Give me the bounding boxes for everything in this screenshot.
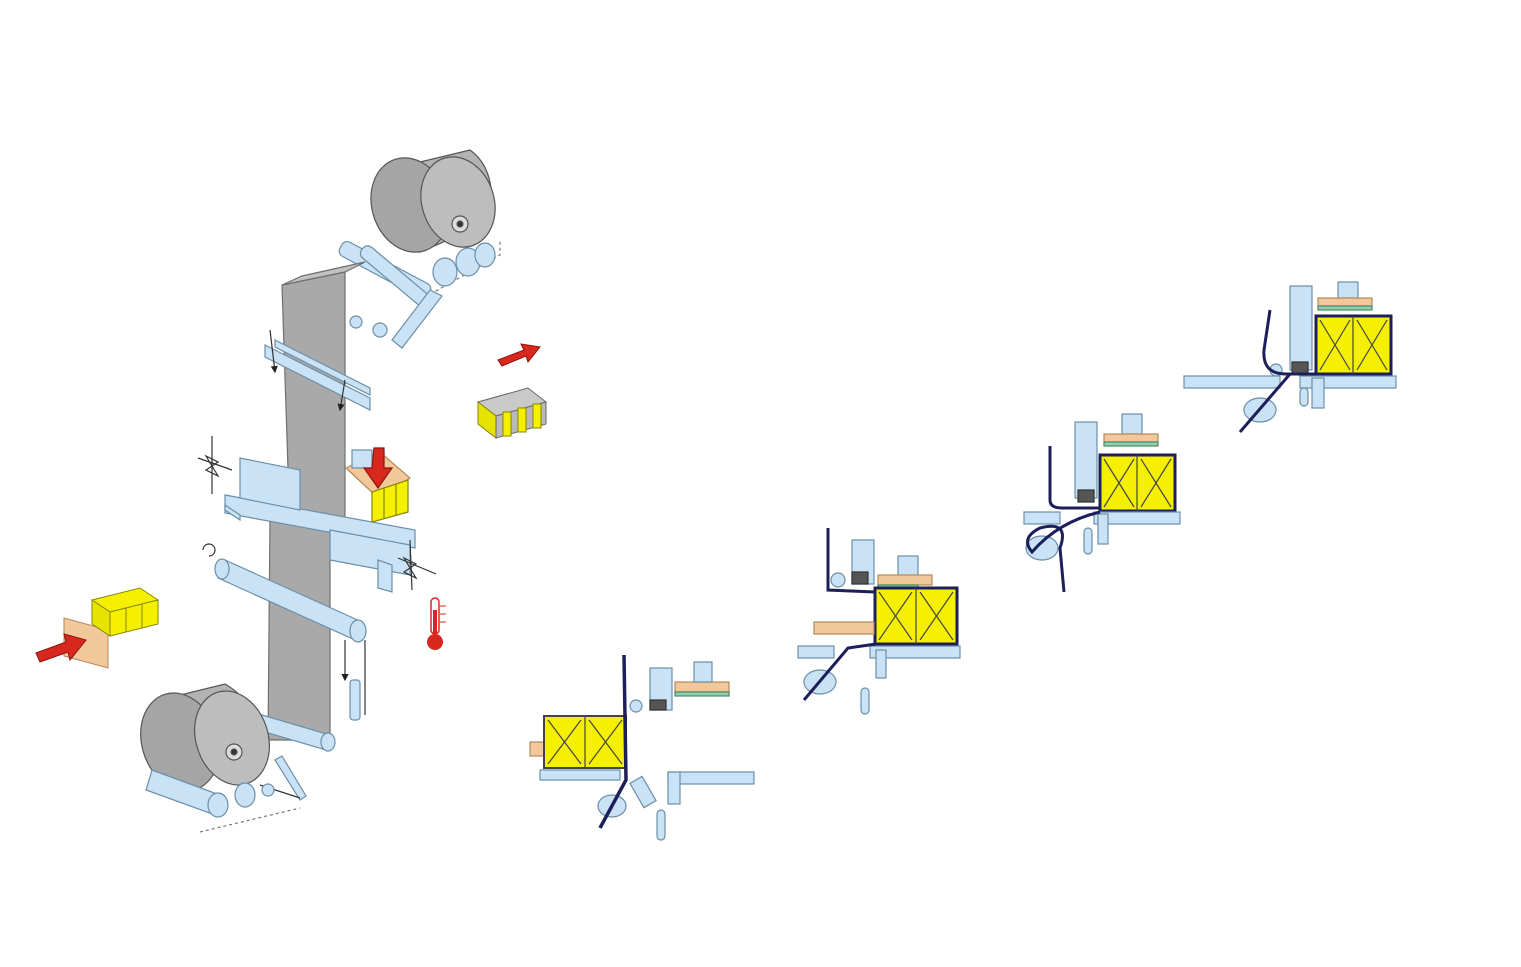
top-guide-rollers	[338, 240, 496, 349]
process-stage-4	[1183, 281, 1397, 433]
bottom-film-roll-icon	[140, 683, 270, 792]
red-arrow-icon	[497, 343, 541, 367]
incoming-product-group	[35, 587, 160, 669]
tension-weight	[341, 640, 366, 721]
product-on-table-icon	[344, 447, 412, 523]
top-film-roll-icon	[370, 149, 496, 253]
wrapping-machine	[140, 149, 501, 833]
sealing-station	[197, 436, 437, 593]
outgoing-product-group	[476, 343, 548, 440]
thermometer-icon	[427, 597, 446, 650]
process-stage-2	[797, 528, 961, 715]
upper-clamp-bar	[264, 329, 371, 412]
lower-roller	[202, 543, 367, 643]
process-stage-3	[1023, 413, 1181, 593]
red-arrow-icon	[35, 633, 87, 663]
bottom-guide-roller	[247, 711, 336, 801]
process-stage-1	[529, 654, 755, 841]
bottom-roll-support	[145, 769, 301, 833]
